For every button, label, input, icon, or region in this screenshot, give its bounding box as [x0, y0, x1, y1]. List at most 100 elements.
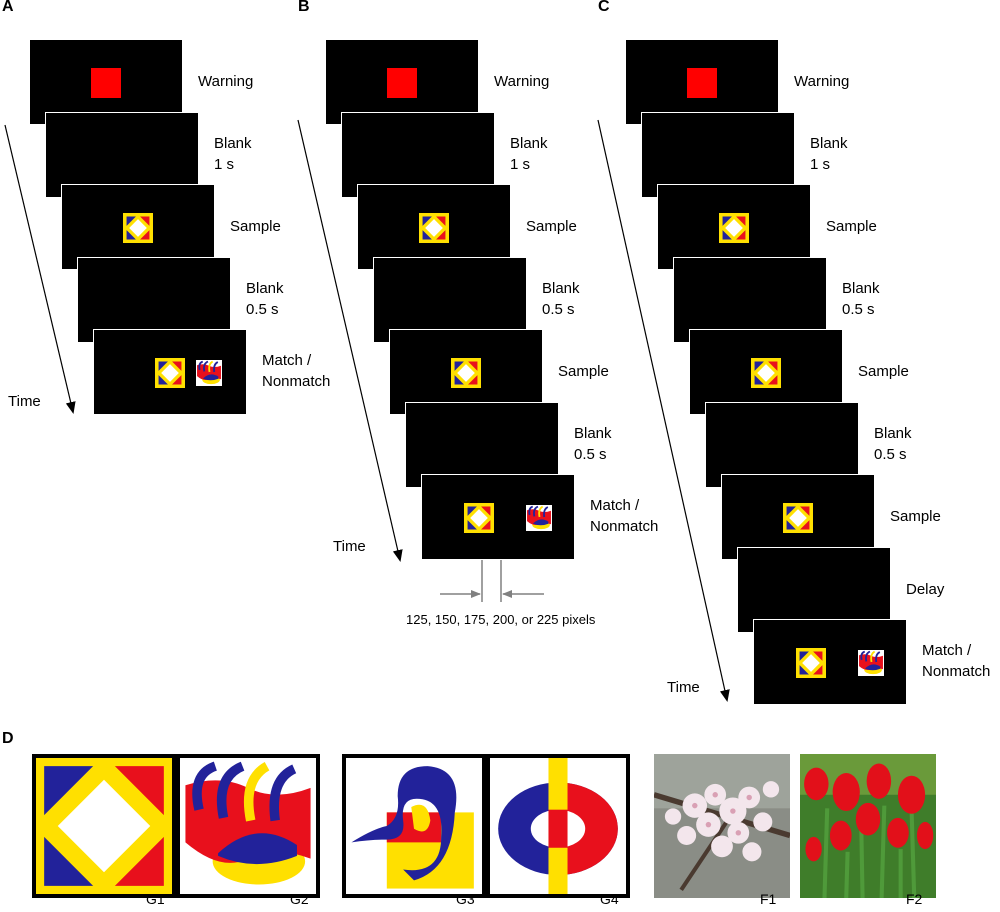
- warning-square-icon: [687, 68, 717, 98]
- step-label-line2: 1 s: [810, 155, 831, 173]
- screen-c-5: [690, 330, 842, 414]
- step-label-line1: Blank: [542, 279, 580, 297]
- step-label-line1: Match /: [590, 497, 640, 514]
- step-label-line1: Warning: [494, 73, 550, 90]
- step-label-b-7: Match / Nonmatch: [590, 495, 658, 537]
- step-label-line1: Sample: [858, 363, 909, 380]
- sample-stimulus-icon: [464, 503, 494, 533]
- screen-b-4: [374, 257, 526, 342]
- screen-c-2: [642, 112, 794, 197]
- geometric-diamond-icon: [157, 360, 183, 386]
- step-label-line1: Blank: [842, 279, 880, 297]
- step-label-line2: 0.5 s: [542, 300, 575, 318]
- step-label-line2: 0.5 s: [246, 300, 279, 318]
- screen-c-4: [674, 257, 826, 342]
- nonmatch-stimulus-icon: [858, 650, 884, 676]
- time-label-b: Time: [333, 538, 366, 555]
- geometric-diamond-icon: [753, 360, 779, 386]
- tulip-photo: [800, 754, 936, 898]
- stimulus-label-f1: F1: [760, 891, 777, 907]
- sample-stimulus-icon: [796, 648, 826, 678]
- swirl-square-icon: [346, 758, 482, 894]
- step-label-line1: Blank: [246, 279, 284, 297]
- geometric-diamond-icon: [466, 505, 492, 531]
- panel-letter-c: C: [598, 0, 610, 15]
- geometric-diamond-icon: [798, 650, 824, 676]
- time-label-a: Time: [8, 393, 41, 410]
- step-label-line1: Blank: [574, 424, 612, 442]
- step-label-line1: Sample: [558, 363, 609, 380]
- step-label-line1: Match /: [262, 352, 312, 369]
- panel-letter-b: B: [298, 0, 310, 15]
- wavy-flag-icon: [180, 758, 316, 894]
- screen-b-1: [326, 40, 478, 124]
- screen-a-4: [78, 257, 230, 342]
- panel-letter-a: A: [2, 0, 14, 15]
- geometric-diamond-icon: [453, 360, 479, 386]
- step-label-c-1: Warning: [794, 71, 849, 92]
- stimulus-label-g1: G1: [146, 891, 165, 907]
- step-label-line1: Match /: [922, 642, 972, 659]
- geometric-diamond-icon: [785, 505, 811, 531]
- step-label-b-3: Sample: [526, 216, 577, 237]
- nonmatch-stimulus-icon: [526, 505, 552, 531]
- ring-bar-icon: [490, 758, 626, 894]
- screen-a-5: [94, 330, 246, 414]
- geometric-diamond-icon: [36, 758, 172, 894]
- stimulus-label-f2: F2: [906, 891, 923, 907]
- warning-square-icon: [387, 68, 417, 98]
- step-label-line2: Nonmatch: [922, 663, 991, 680]
- step-label-c-9: Match / Nonmatch: [922, 640, 990, 682]
- step-label-line1: Sample: [526, 218, 577, 235]
- sample-stimulus-icon: [419, 213, 449, 243]
- screen-c-1: [626, 40, 778, 124]
- screen-b-6: [406, 402, 558, 487]
- step-label-line2: Nonmatch: [590, 518, 659, 535]
- screen-c-8: [738, 547, 890, 632]
- screen-a-1: [30, 40, 182, 124]
- geometric-diamond-icon: [421, 215, 447, 241]
- wavy-flag-icon: [526, 505, 552, 531]
- sample-stimulus-icon: [751, 358, 781, 388]
- step-label-line2: 1 s: [510, 155, 531, 173]
- step-label-b-1: Warning: [494, 71, 549, 92]
- sample-stimulus-icon: [155, 358, 185, 388]
- stimulus-g2: [176, 754, 320, 898]
- wavy-flag-icon: [196, 360, 222, 386]
- panel-letter-d: D: [2, 730, 14, 747]
- stimulus-label-g4: G4: [600, 891, 619, 907]
- step-label-line2: Nonmatch: [262, 373, 331, 390]
- step-label-c-4: Blank 0.5 s: [842, 278, 880, 320]
- screen-c-6: [706, 402, 858, 487]
- wavy-flag-icon: [858, 650, 884, 676]
- step-label-line2: 1 s: [214, 155, 235, 173]
- screen-a-2: [46, 112, 198, 197]
- nonmatch-stimulus-icon: [196, 360, 222, 386]
- step-label-c-7: Sample: [890, 506, 941, 527]
- cherry-blossom-photo: [654, 754, 790, 898]
- step-label-b-4: Blank 0.5 s: [542, 278, 580, 320]
- stimulus-f1: [654, 754, 790, 898]
- stimulus-g4: [486, 754, 630, 898]
- step-label-c-5: Sample: [858, 361, 909, 382]
- step-label-c-3: Sample: [826, 216, 877, 237]
- screen-c-9: [754, 620, 906, 704]
- step-label-b-5: Sample: [558, 361, 609, 382]
- stimulus-label-g3: G3: [456, 891, 475, 907]
- step-label-a-4: Blank 0.5 s: [246, 278, 284, 320]
- stimulus-label-g2: G2: [290, 891, 309, 907]
- step-label-line1: Sample: [890, 508, 941, 525]
- sample-stimulus-icon: [123, 213, 153, 243]
- time-label-c: Time: [667, 679, 700, 696]
- step-label-line1: Warning: [794, 73, 850, 90]
- screen-b-5: [390, 330, 542, 414]
- step-label-line1: Blank: [810, 134, 848, 152]
- step-label-line2: 0.5 s: [842, 300, 875, 318]
- screen-b-2: [342, 112, 494, 197]
- sample-stimulus-icon: [719, 213, 749, 243]
- step-label-line1: Delay: [906, 580, 945, 598]
